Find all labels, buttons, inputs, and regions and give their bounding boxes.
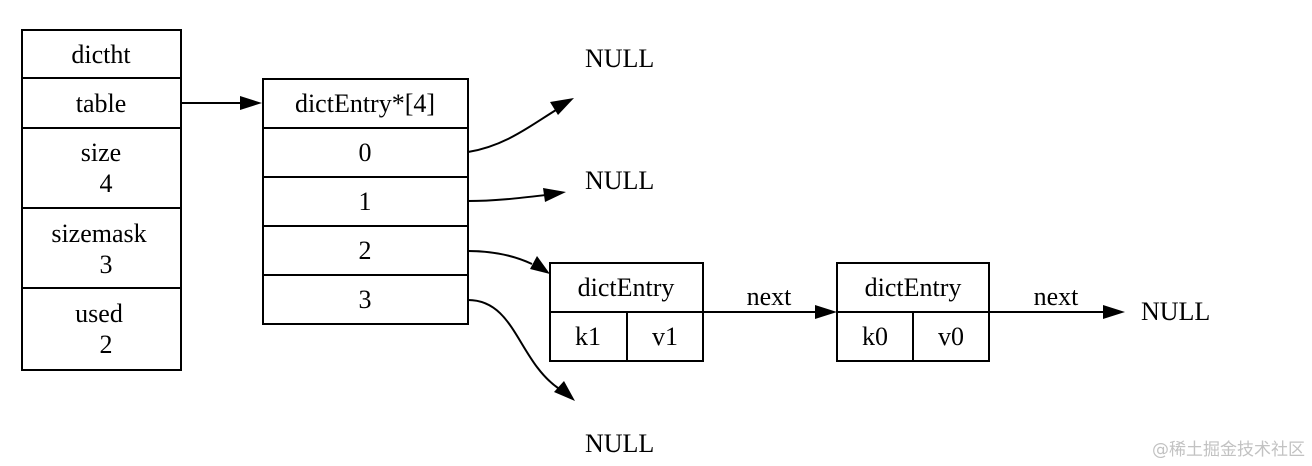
dictht-used-label: used — [75, 299, 123, 328]
dictht-size-label: size — [81, 138, 121, 167]
dictht-outline — [21, 29, 182, 371]
entry-array: dictEntry*[4] 0 1 2 3 — [262, 78, 469, 325]
dict-entry-value-v1: v1 — [652, 322, 678, 351]
entry-chain-null: NULL — [1141, 297, 1210, 326]
dict-entry-k0: dictEntry k0 v0 — [836, 262, 990, 362]
dictht-table-field: table — [76, 89, 127, 118]
dictht-title: dictht — [71, 40, 131, 69]
dictht-size-value: 4 — [100, 169, 113, 198]
dict-entry-k0-title: dictEntry — [865, 273, 962, 302]
entry-slot-0: 0 — [359, 138, 372, 167]
slot-0-null: NULL — [585, 44, 654, 73]
next-label-2: next — [1034, 282, 1080, 311]
dictht-used-value: 2 — [100, 330, 113, 359]
entry-slot-3: 3 — [359, 285, 372, 314]
slot-3-null: NULL — [585, 429, 654, 458]
dict-entry-k1-title: dictEntry — [578, 273, 675, 302]
slot-0-arrow — [467, 98, 574, 153]
slot-3-arrow — [467, 299, 575, 401]
dictht-sizemask-label: sizemask — [51, 219, 146, 248]
slot-2-arrow — [467, 250, 550, 274]
dict-entry-key-k1: k1 — [575, 322, 601, 351]
entry-array-title: dictEntry*[4] — [295, 89, 435, 118]
next-label-1: next — [747, 282, 793, 311]
dict-entry-k1: dictEntry k1 v1 — [549, 262, 704, 362]
dict-entry-value-v0: v0 — [938, 322, 964, 351]
watermark-text: @稀土掘金技术社区 — [1152, 440, 1305, 460]
dict-entry-key-k0: k0 — [862, 322, 888, 351]
entry-array-outline — [262, 78, 469, 325]
next-arrow-1 — [703, 305, 837, 319]
entry-slot-2: 2 — [359, 236, 372, 265]
slot-1-arrow — [467, 188, 566, 202]
entry-slot-1: 1 — [359, 187, 372, 216]
table-pointer-arrow — [181, 96, 262, 110]
dictht-sizemask-value: 3 — [100, 250, 113, 279]
next-arrow-2 — [989, 305, 1125, 319]
dictht-struct: dictht table size 4 sizemask 3 used 2 — [21, 29, 182, 371]
slot-1-null: NULL — [585, 166, 654, 195]
